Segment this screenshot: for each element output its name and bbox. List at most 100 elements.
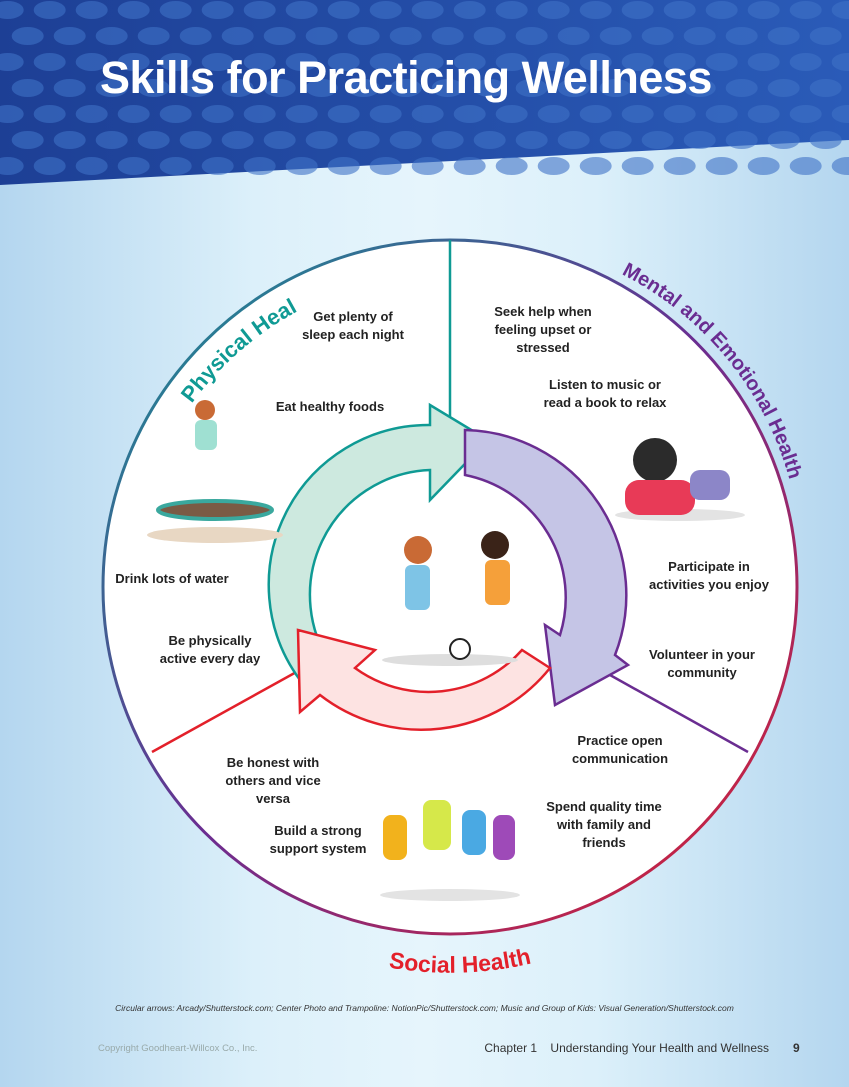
banner-dot	[641, 131, 674, 149]
banner-dot	[557, 79, 590, 97]
banner-dot	[705, 53, 738, 71]
banner-dot	[201, 105, 234, 123]
banner-dot	[285, 157, 318, 175]
banner-dot	[159, 157, 192, 175]
banner-dot	[663, 1, 696, 19]
banner-dot	[725, 79, 758, 97]
banner-dot	[285, 105, 318, 123]
banner-dot	[789, 157, 822, 175]
banner-dot	[221, 79, 254, 97]
banner-dot	[663, 105, 696, 123]
banner-dot	[579, 105, 612, 123]
banner-dot	[705, 105, 738, 123]
physical-item: Be physically active every day	[159, 633, 261, 666]
banner-dot	[0, 1, 24, 19]
banner-dot	[557, 131, 590, 149]
title-banner	[0, 0, 849, 185]
banner-dot	[285, 53, 318, 71]
banner-dot	[641, 79, 674, 97]
banner-dot	[179, 27, 212, 45]
banner-dot	[431, 131, 464, 149]
page-title: Skills for Practicing Wellness	[100, 52, 712, 103]
banner-dot	[179, 79, 212, 97]
mental-item: Seek help when feeling upset or stressed	[494, 304, 592, 355]
banner-dot	[537, 1, 570, 19]
banner-dot	[809, 79, 842, 97]
mental-item: Participate in activities you enjoy	[649, 559, 769, 592]
banner-dot	[705, 1, 738, 19]
page-number: 9	[793, 1041, 800, 1055]
banner-dot	[369, 105, 402, 123]
banner-dot	[831, 53, 849, 71]
banner-dot	[831, 1, 849, 19]
social-item: Be honest with others and vice versa	[225, 755, 321, 806]
banner-dot	[579, 53, 612, 71]
banner-dot	[621, 157, 654, 175]
banner-dot	[599, 131, 632, 149]
banner-dot	[389, 79, 422, 97]
banner-dot	[683, 27, 716, 45]
banner-dot	[179, 131, 212, 149]
banner-dot	[515, 27, 548, 45]
banner-dot	[809, 27, 842, 45]
banner-dot	[347, 27, 380, 45]
banner-dot	[747, 1, 780, 19]
banner-dot	[411, 53, 444, 71]
banner-dot	[369, 157, 402, 175]
image-credit: Circular arrows: Arcady/Shutterstock.com…	[115, 1003, 734, 1013]
banner-dot	[33, 157, 66, 175]
banner-dot	[11, 79, 44, 97]
banner-dot	[705, 157, 738, 175]
banner-dot	[95, 27, 128, 45]
banner-dot	[263, 27, 296, 45]
banner-dot	[0, 157, 24, 175]
banner-dot	[369, 53, 402, 71]
banner-dot	[453, 53, 486, 71]
banner-dot	[327, 105, 360, 123]
banner-dot	[537, 157, 570, 175]
banner-dot	[641, 27, 674, 45]
banner-dot	[95, 79, 128, 97]
banner-dot	[201, 157, 234, 175]
banner-dot	[725, 27, 758, 45]
banner-dot	[33, 105, 66, 123]
banner-dot	[453, 105, 486, 123]
banner-dot	[767, 79, 800, 97]
banner-dot	[95, 131, 128, 149]
banner-dot	[33, 1, 66, 19]
banner-dot	[53, 131, 86, 149]
banner-dot	[0, 105, 24, 123]
svg-text:Social Health: Social Health	[388, 943, 533, 978]
banner-dot	[767, 27, 800, 45]
banner-dot	[243, 105, 276, 123]
banner-dot	[473, 131, 506, 149]
banner-dot	[159, 53, 192, 71]
arrow-mental	[463, 428, 631, 707]
banner-dot	[599, 79, 632, 97]
banner-dot	[537, 105, 570, 123]
banner-dot	[117, 53, 150, 71]
banner-dot	[11, 27, 44, 45]
banner-dot	[767, 131, 800, 149]
chapter-title: Chapter 1 Understanding Your Health and …	[484, 1041, 769, 1055]
banner-dot	[831, 105, 849, 123]
banner-dot	[117, 1, 150, 19]
banner-dot	[327, 53, 360, 71]
banner-dot	[579, 157, 612, 175]
banner-dot	[411, 1, 444, 19]
mental-item: Volunteer in your community	[649, 647, 755, 680]
banner-dot	[411, 157, 444, 175]
divider-left	[151, 668, 301, 754]
mental-item: Listen to music or read a book to relax	[543, 377, 667, 410]
social-item: Spend quality time with family and frien…	[546, 799, 662, 850]
banner-dot	[327, 157, 360, 175]
banner-dot	[789, 105, 822, 123]
banner-dot	[243, 53, 276, 71]
banner-dot	[683, 79, 716, 97]
banner-dot	[789, 1, 822, 19]
banner-dot	[327, 1, 360, 19]
banner-dot	[389, 131, 422, 149]
center-kids-illustration	[382, 531, 518, 666]
banner-dot	[243, 1, 276, 19]
banner-dot	[621, 53, 654, 71]
